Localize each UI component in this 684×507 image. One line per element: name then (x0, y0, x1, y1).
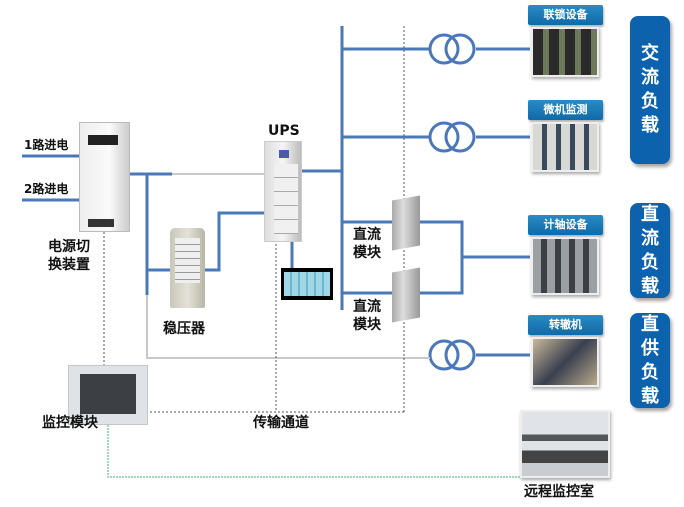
transmission-channel-line (107, 425, 520, 478)
ups-label: UPS (268, 123, 300, 139)
stabilizer-to-ups-wire (205, 211, 264, 272)
dc-module-1-label-1: 直流 (353, 227, 381, 243)
dc-output-bus (420, 220, 464, 295)
input-line-2-label: 2路进电 (24, 182, 69, 196)
direct-load-group: 直 供 负 载 (630, 313, 670, 408)
transmission-channel-label: 传输通道 (253, 415, 309, 431)
stabilizer-label: 稳压器 (163, 321, 205, 337)
load-photo-switch-machine[interactable] (531, 337, 599, 387)
remote-room-label: 远程监控室 (524, 484, 594, 500)
dc-module-2-label-2: 模块 (353, 317, 381, 333)
dc-module-2[interactable] (392, 267, 420, 323)
direct-group-char: 负 (641, 361, 659, 383)
dc-group-char: 负 (641, 251, 659, 273)
ac-group-char: 交 (641, 43, 659, 64)
load-photo-interlock[interactable] (531, 27, 599, 77)
ups-modules (274, 164, 298, 234)
switch-device-label-2: 换装置 (48, 257, 90, 273)
dc-group-char: 载 (641, 275, 659, 297)
transformer-1-coil-a (428, 33, 460, 65)
battery-bank[interactable] (281, 268, 333, 300)
dc-group-char: 直 (641, 203, 659, 225)
switch-device-label-1: 电源切 (48, 239, 90, 255)
dc-load-group: 直 流 负 载 (630, 203, 670, 298)
battery-cells (284, 272, 330, 296)
ac-group-char: 流 (641, 67, 659, 88)
ups-cabinet[interactable] (264, 141, 302, 242)
ac-group-char: 载 (641, 115, 659, 136)
cabinet-display (88, 135, 118, 145)
transformer-3-coil-b (444, 339, 476, 371)
load-photo-micro-monitor[interactable] (531, 122, 599, 172)
direct-supply-wire (146, 295, 430, 359)
transformer-2-coil-b (444, 121, 476, 153)
load-tag-interlock: 联锁设备 (528, 5, 603, 25)
load-tag-micro-monitor: 微机监测 (528, 100, 603, 120)
ups-screen (279, 150, 289, 158)
monitor-screen (80, 374, 136, 414)
transformer-1-coil-b (444, 33, 476, 65)
voltage-stabilizer[interactable] (170, 228, 205, 308)
transformer-3-coil-a (428, 339, 460, 371)
dc-module-1-label-2: 模块 (353, 245, 381, 261)
load-tag-switch-machine: 转辙机 (528, 315, 603, 335)
transformer-2-coil-a (428, 121, 460, 153)
remote-room-photo[interactable] (520, 410, 610, 478)
power-switch-cabinet[interactable] (79, 122, 130, 232)
dc-module-1[interactable] (392, 195, 420, 251)
ac-group-char: 负 (641, 91, 659, 112)
monitor-module-label: 监控模块 (42, 415, 98, 431)
input-line-1-label: 1路进电 (24, 138, 69, 152)
direct-group-char: 供 (641, 337, 659, 359)
ac-load-group: 交 流 负 载 (630, 16, 670, 164)
load-tag-axle-counter: 计轴设备 (528, 215, 603, 235)
dc-module-2-label-1: 直流 (353, 299, 381, 315)
direct-group-char: 载 (641, 385, 659, 407)
monitor-module-panel[interactable] (68, 365, 148, 425)
load-photo-axle-counter[interactable] (531, 237, 599, 295)
cabinet-vent (88, 219, 114, 227)
direct-group-char: 直 (641, 313, 659, 335)
stabilizer-panels (175, 238, 200, 283)
dc-group-char: 流 (641, 227, 659, 249)
